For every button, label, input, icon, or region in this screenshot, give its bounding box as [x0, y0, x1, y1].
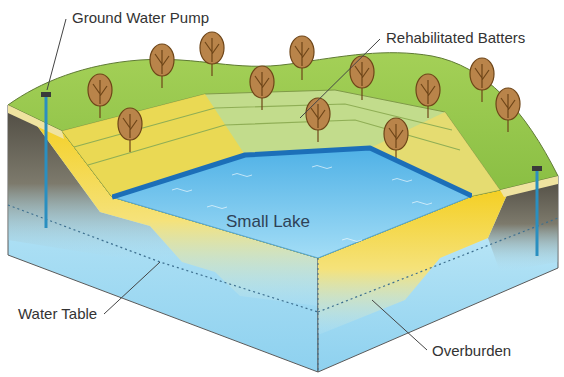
block-edge	[318, 258, 319, 372]
pump-pipe	[536, 170, 539, 256]
lake-water	[112, 145, 472, 258]
trees	[88, 32, 520, 162]
pump-head	[41, 92, 51, 97]
ground-surface	[8, 53, 558, 258]
pump-head	[532, 166, 542, 171]
soil-strip	[500, 176, 558, 197]
soil-strip	[8, 105, 64, 139]
pump-pipe	[45, 96, 48, 228]
water-table-line	[8, 205, 318, 312]
lake-label: Small Lake	[226, 212, 310, 232]
part-label: Ground Water Pump	[72, 9, 209, 27]
lake: Small Lake	[112, 145, 472, 258]
pit-batters	[62, 90, 500, 258]
part-label: Water Table	[18, 305, 97, 323]
part-label: Rehabilitated Batters	[386, 29, 525, 47]
part-label: Overburden	[432, 342, 511, 360]
